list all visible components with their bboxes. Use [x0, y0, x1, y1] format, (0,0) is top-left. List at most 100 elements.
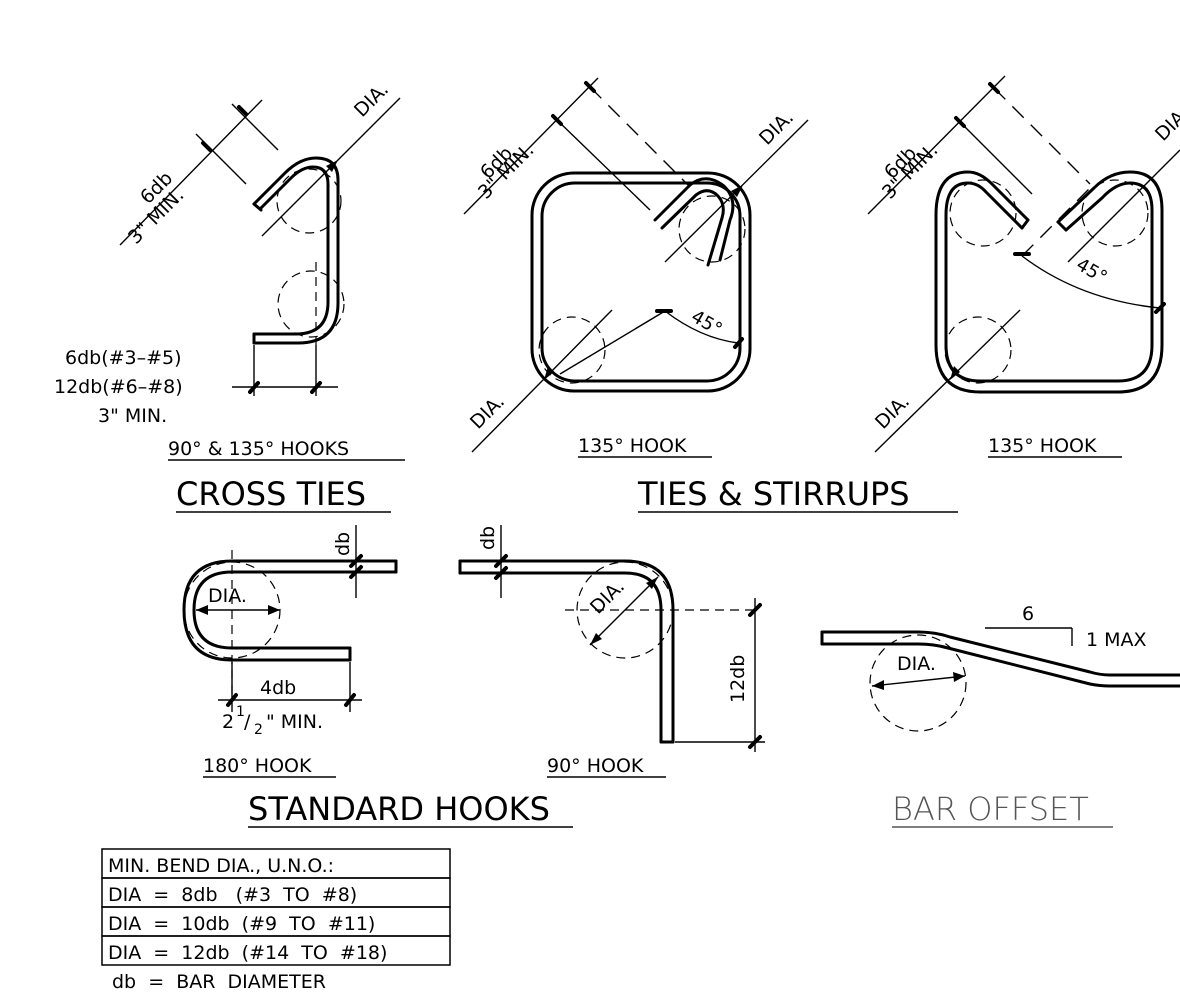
cross-tie-ext-line-2	[231, 103, 279, 151]
tie-2-dia-bottom: DIA.	[871, 390, 914, 433]
tie-2-bend-circle-bottom	[944, 316, 1012, 384]
tie-2-angle-arc	[1021, 255, 1161, 309]
tie-2-angle: 45°	[1073, 254, 1111, 288]
tie-2-ext-line-2	[993, 87, 1091, 185]
legend-row-3: DIA = 12db (#14 TO #18)	[108, 942, 387, 964]
legend-row-3-cell	[101, 935, 451, 966]
cross-tie-leg-tick-1	[248, 381, 260, 394]
cross-tie-dim-tick-1	[201, 141, 212, 152]
tie-2-outer	[934, 170, 1164, 394]
tie-1-inner	[540, 181, 742, 383]
hook-180-min-d: 2	[254, 722, 263, 738]
hook-90-caption: 90° HOOK	[547, 755, 644, 777]
hook-180-ext-tick-2	[344, 693, 356, 707]
legend-header: MIN. BEND DIA., U.N.O.:	[108, 855, 334, 877]
hook-90-dia-arrow-1	[590, 633, 602, 645]
hook-180-inner	[192, 570, 398, 650]
standard-hooks-title: STANDARD HOOKS	[248, 790, 550, 828]
tie-1-tick-2	[584, 81, 596, 93]
tie-2-bend-circle-right	[1081, 179, 1149, 247]
tie-2-bend-circle-left	[949, 179, 1017, 247]
tie-2-angle-tick-2	[1154, 302, 1166, 314]
tie-1-dia-arrow-top	[731, 185, 743, 197]
tie-1-angle-leg	[559, 310, 666, 375]
tie-2-dia-top: DIA	[1151, 106, 1180, 145]
tie-1-hook-b	[660, 189, 725, 267]
legend-row-1: DIA = 8db (#3 TO #8)	[108, 884, 357, 906]
hook-90-inner	[458, 571, 663, 744]
bar-offset-detail: DIA. 6 1 MAX	[820, 603, 1180, 732]
tie-1-angle: 45°	[688, 306, 726, 340]
tie-1-bend-circle-top	[678, 195, 746, 263]
hook-180-db: db	[332, 532, 354, 556]
tie-2-tick-2	[988, 82, 1000, 94]
cross-tie-dia-arrow	[326, 160, 338, 172]
offset-bar-top	[820, 630, 1180, 677]
hook-90-ext-tick-1	[748, 603, 762, 617]
cross-tie-leg-label-1: 6db(#3–#5)	[65, 347, 182, 369]
hook-180-ext-tick-1	[226, 693, 238, 707]
hook-180-min-e: " MIN.	[266, 711, 323, 733]
tie-1-ext-line-2	[589, 86, 691, 188]
offset-dia-line	[871, 675, 966, 687]
cross-ties-title: CROSS TIES	[176, 475, 366, 513]
tie-1-dia-leader-bottom	[471, 309, 613, 453]
hook-180-detail: DIA. db 4db 2 1 / 2 " MIN. 180° HOOK	[182, 525, 398, 778]
tie-2-end-2	[1056, 220, 1068, 232]
cross-tie-bar-outer	[252, 156, 340, 345]
hook-180-min-c: /	[244, 711, 251, 733]
hook-180-dia-arrow-1	[196, 605, 208, 615]
hook-180-dia-arrow-2	[268, 605, 280, 615]
tie-1-bend-circle-bottom	[538, 316, 606, 384]
tie-2-tick-1	[954, 116, 966, 128]
hook-90-ext-tick-2	[748, 735, 762, 749]
hook-180-min-a: 2	[222, 711, 234, 733]
tie-2-dia-leader-top	[1067, 149, 1180, 263]
tie-1-outer	[530, 171, 752, 393]
offset-dia-arrow-2	[953, 672, 965, 682]
tie-1-hook-a	[653, 177, 735, 262]
hook-180-db-tick-2	[349, 565, 363, 579]
cross-tie-dim-tick-2	[237, 105, 248, 116]
hook-90-ext-label: 12db	[727, 655, 749, 703]
hook-90-detail: DIA. db 12db 90° HOOK	[458, 525, 765, 778]
offset-bar-bottom	[820, 642, 1180, 688]
hook-90-dia-arrow-2	[646, 577, 658, 589]
tie-hook-2-detail: 6db 3" MIN. DIA DIA. 45° 135° HOOK	[867, 75, 1180, 458]
hook-90-db-tick-2	[494, 566, 508, 580]
cross-tie-dim-line	[119, 99, 263, 246]
cross-tie-leg-tick-2	[310, 381, 322, 394]
cross-tie-leg-label-2: 12db(#6–#8)	[54, 376, 183, 398]
cross-tie-end-2	[252, 202, 263, 212]
ties-stirrups-title: TIES & STIRRUPS	[637, 475, 910, 513]
offset-slope-rise-label: 1 MAX	[1086, 629, 1147, 651]
tie-2-end-1	[1020, 218, 1030, 230]
hook-180-min-b: 1	[236, 704, 245, 720]
hook-180-dia: DIA.	[208, 585, 247, 607]
cross-ties-caption: 90° & 135° HOOKS	[168, 438, 349, 460]
tie-1-tick-1	[551, 114, 563, 126]
tie-1-caption: 135° HOOK	[578, 435, 687, 457]
cross-tie-dia-label: DIA.	[350, 78, 393, 121]
hook-180-ext-label: 4db	[260, 677, 296, 699]
tie-2-dia-leader-bottom	[874, 309, 1021, 453]
offset-bend-circle	[869, 634, 967, 732]
hook-180-caption: 180° HOOK	[203, 755, 312, 777]
tie-1-dia-arrow-bottom	[544, 366, 554, 380]
hook-90-dia-line	[589, 576, 659, 646]
cross-tie-bend-circle-top	[276, 168, 342, 234]
tie-2-caption: 135° HOOK	[988, 435, 1097, 457]
offset-slope-run-label: 6	[1022, 603, 1034, 625]
tie-1-angle-arc	[664, 310, 739, 344]
tie-2-angle-ref	[1021, 185, 1093, 257]
cross-tie-bend-circle-bottom	[277, 270, 345, 338]
hook-90-db-tick-1	[494, 554, 508, 568]
bend-diameter-table: MIN. BEND DIA., U.N.O.: DIA = 8db (#3 TO…	[101, 848, 451, 993]
tie-1-dia-bottom: DIA.	[466, 390, 509, 433]
bar-offset-title: BAR OFFSET	[892, 790, 1089, 828]
hook-90-db: db	[477, 526, 499, 550]
cross-ties-detail: 6db 3" MIN. DIA. 6db(#3–#5) 12db(#6–#8) …	[54, 78, 405, 461]
tie-1-dim-line	[463, 77, 599, 215]
tie-1-angle-tick-2	[733, 337, 744, 349]
